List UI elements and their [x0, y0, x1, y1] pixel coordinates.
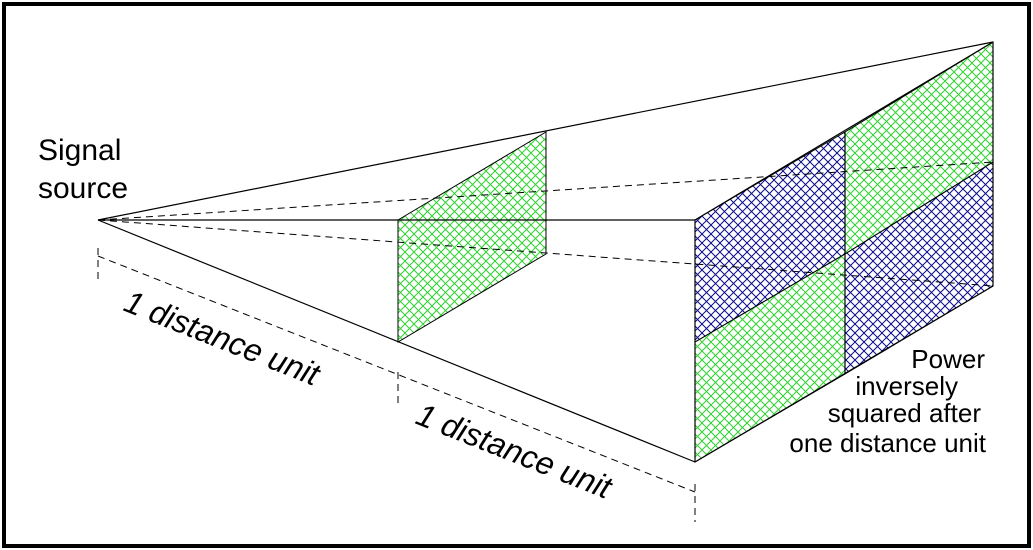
power-label-line3: squared after — [828, 398, 982, 428]
power-caption: Power inversely squared after one distan… — [789, 344, 989, 468]
dimension-lines — [97, 248, 696, 522]
signal-source-label-line2: source — [38, 172, 128, 205]
pyramid-edges — [97, 41, 994, 463]
signal-source-label-line1: Signal — [38, 134, 121, 167]
hidden-edges — [97, 161, 994, 287]
power-label-line4: one distance unit — [789, 428, 986, 458]
power-label-line1: Power — [911, 344, 985, 374]
power-caption-backdrop — [813, 424, 989, 468]
distance-unit-label-2: 1 distance unit — [411, 396, 617, 506]
panel-one-unit — [397, 131, 547, 343]
power-label-line2: inversely — [855, 371, 958, 401]
